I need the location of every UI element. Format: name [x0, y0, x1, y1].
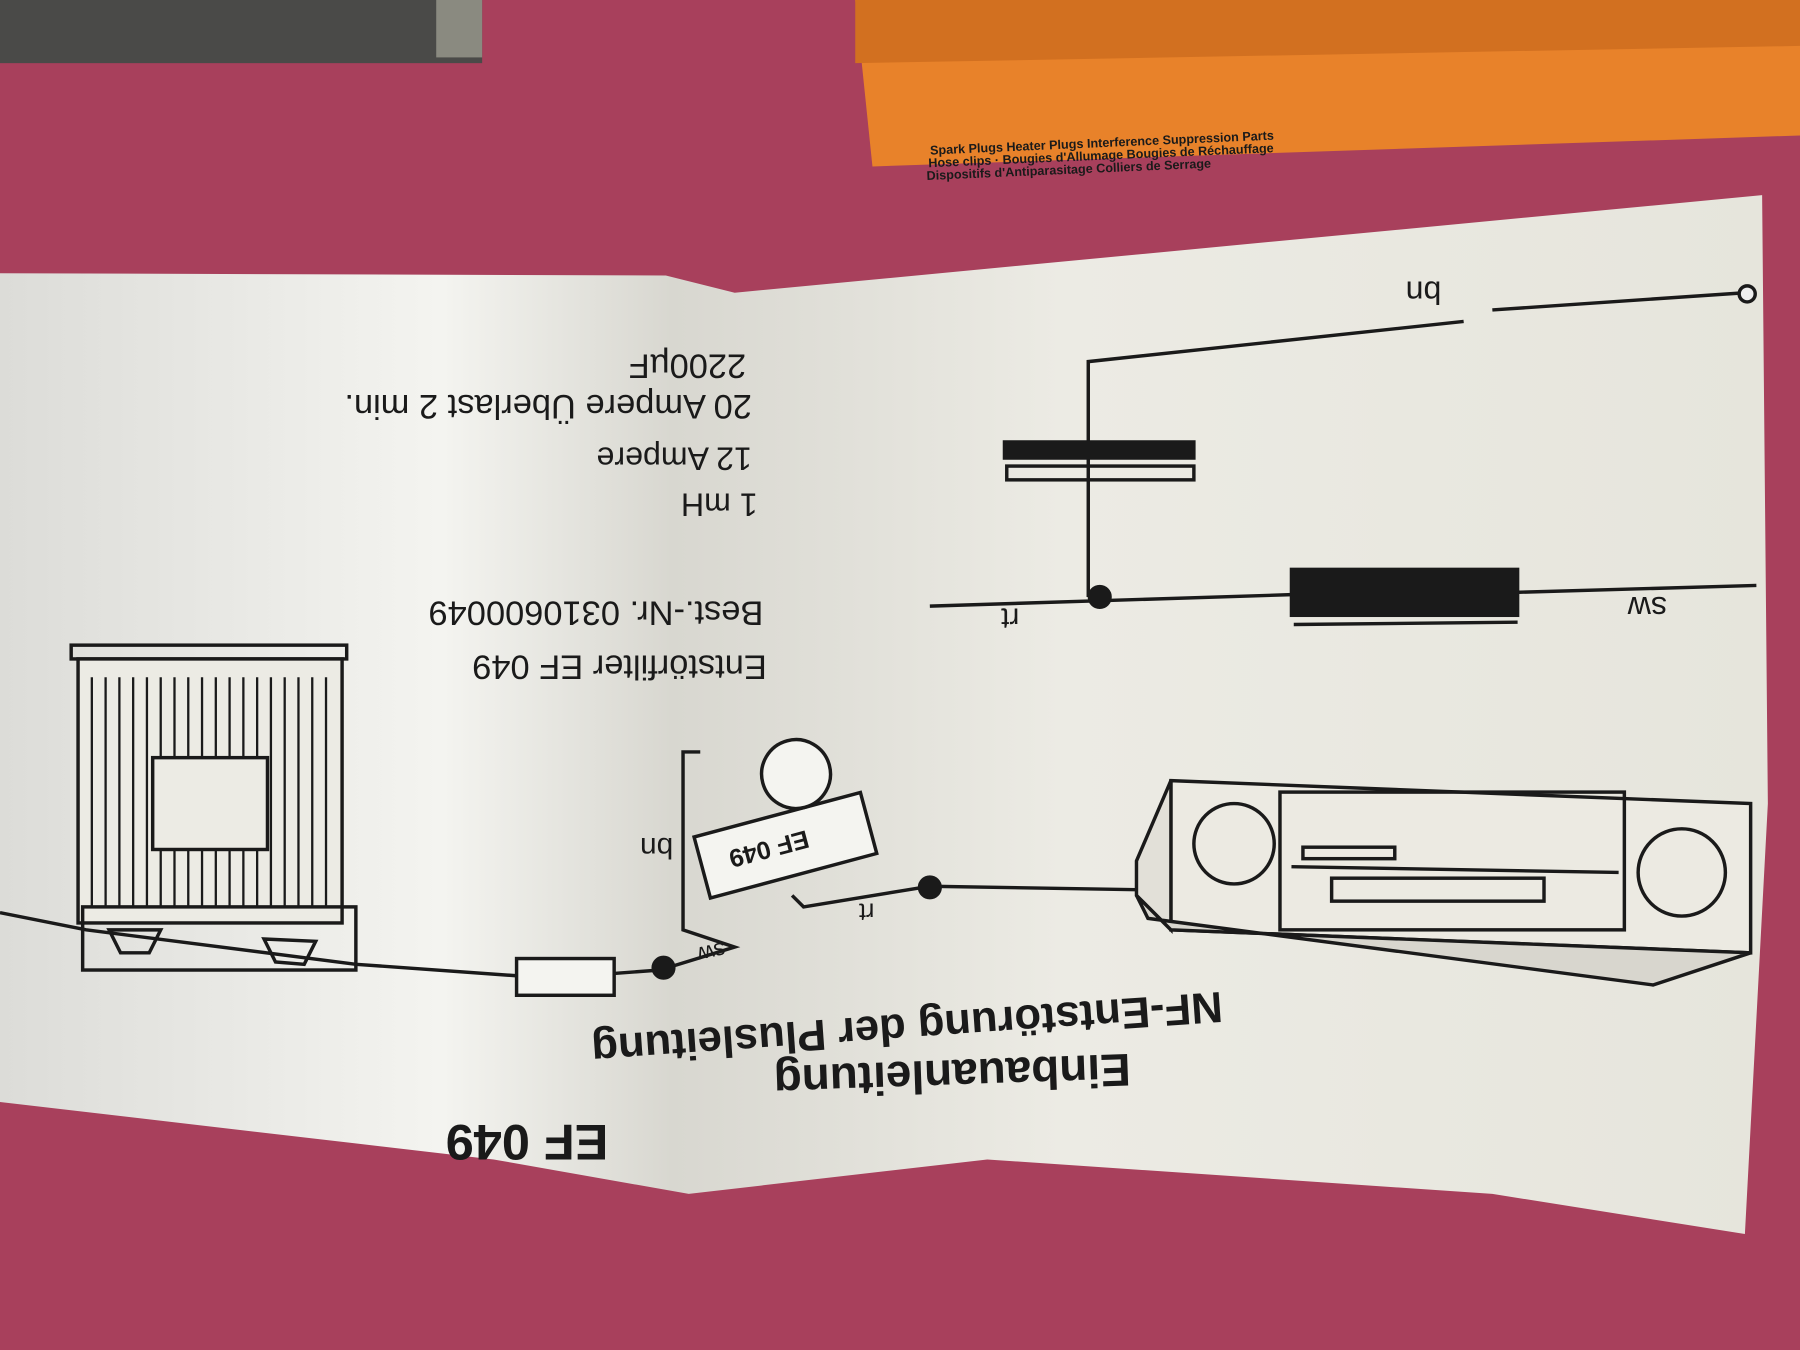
choke-coil — [1289, 567, 1520, 618]
leaflet-title-model: EF 049 — [446, 1114, 609, 1171]
label-rt-top: rt — [1000, 601, 1019, 634]
spec-inductance: 1 mH — [681, 487, 758, 523]
filter-device — [691, 737, 879, 901]
spec-capacitance: 2200µF — [629, 347, 746, 385]
wiring-diagram — [0, 284, 1757, 998]
label-bn-bottom: bn — [640, 831, 673, 864]
metal-object — [0, 0, 483, 64]
heater-radiator — [69, 643, 358, 972]
label-sw-top: sw — [1627, 590, 1667, 626]
spec-overload: 20 Ampere Überlast 2 min. — [344, 387, 752, 425]
orange-box: Spark Plugs Heater Plugs Interference Su… — [855, 0, 1800, 183]
spec-product-name: Entstörfilter EF 049 — [472, 647, 767, 685]
leaflet-paper — [0, 195, 1768, 1235]
label-rt-bottom: rt — [859, 897, 874, 925]
label-bn-top: bn — [1406, 274, 1442, 310]
fuse — [514, 956, 616, 998]
label-sw-bottom: sw — [695, 937, 728, 968]
leaflet-title-main: Einbauanleitung — [773, 1044, 1132, 1108]
car-radio — [1134, 778, 1753, 987]
spec-order-number: Best.-Nr. 0310600049 — [429, 594, 764, 632]
capacitor — [1002, 440, 1196, 460]
spec-current: 12 Ampere — [597, 441, 752, 477]
spec-text: 2200µF 20 Ampere Überlast 2 min. 12 Ampe… — [344, 347, 766, 686]
